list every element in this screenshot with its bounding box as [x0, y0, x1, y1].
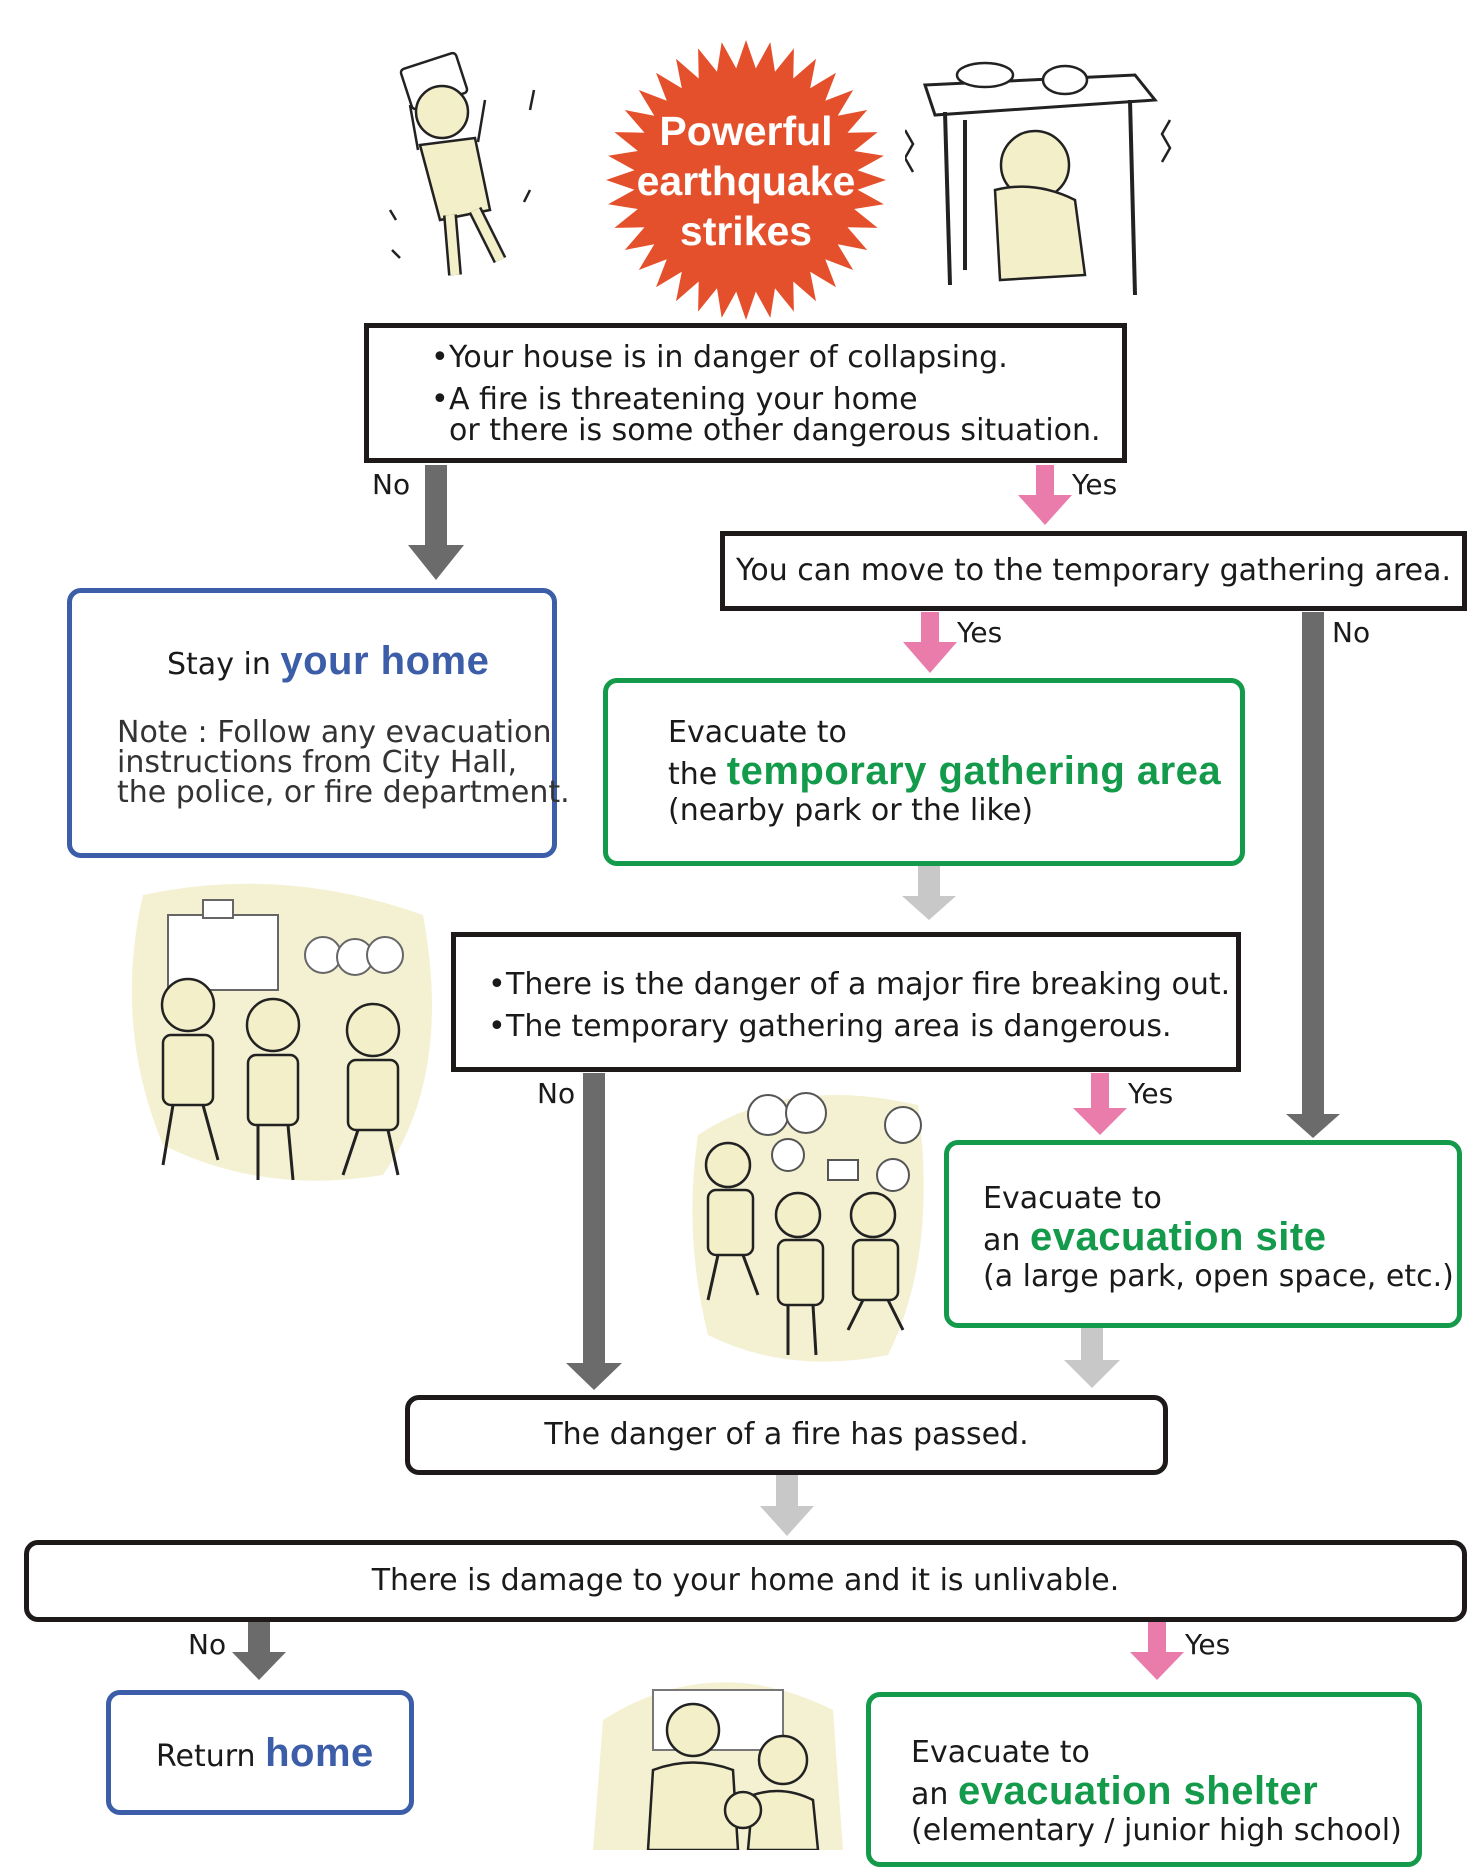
return-home-text: Return home — [156, 1731, 374, 1775]
q1-no-label: No — [372, 468, 411, 501]
q3-no-label: No — [537, 1077, 576, 1110]
arrow-q4-to-q5 — [760, 1474, 814, 1536]
q4-text: The danger of a fire has passed. — [544, 1417, 1029, 1452]
q2-text: You can move to the temporary gathering … — [736, 553, 1451, 588]
site-line-2: an evacuation site — [983, 1215, 1327, 1259]
arrow-temp-to-q3 — [902, 866, 956, 920]
temp-line-2: the temporary gathering area — [668, 749, 1222, 793]
question-fire-danger-box: •There is the danger of a major fire bre… — [451, 932, 1241, 1072]
q5-no-label: No — [188, 1628, 227, 1661]
question-can-move-box: You can move to the temporary gathering … — [720, 531, 1467, 611]
site-line-3: (a large park, open space, etc.) — [983, 1259, 1454, 1294]
students-with-helmets-illustration — [131, 883, 432, 1181]
q5-yes-label: Yes — [1185, 1628, 1231, 1661]
stay-home-box: Stay in your home Note : Follow any evac… — [67, 588, 570, 858]
question-home-unlivable-box: There is damage to your home and it is u… — [24, 1540, 1467, 1622]
site-line-1: Evacuate to — [983, 1181, 1162, 1216]
q1-bullet-2-cont: or there is some other dangerous situati… — [449, 413, 1101, 448]
q3-bullet-1: •There is the danger of a major fire bre… — [488, 967, 1231, 1002]
person-sheltering-illustration — [388, 51, 536, 276]
stay-home-note-3: the police, or fire department. — [117, 775, 570, 810]
students-walking-illustration — [692, 1092, 924, 1362]
arrow-q2-no — [1286, 612, 1340, 1138]
q5-text: There is damage to your home and it is u… — [371, 1563, 1120, 1598]
temp-line-1: Evacuate to — [668, 715, 847, 750]
earthquake-burst — [606, 40, 886, 320]
q1-yes-label: Yes — [1072, 468, 1118, 501]
question-fire-passed-box: The danger of a fire has passed. — [405, 1395, 1168, 1475]
burst-line-1: Powerful — [659, 108, 833, 154]
family-in-shelter-illustration — [593, 1682, 843, 1850]
evacuation-site-box: Evacuate to an evacuation site (a large … — [944, 1140, 1462, 1328]
q2-yes-label: Yes — [957, 616, 1003, 649]
temporary-gathering-area-box: Evacuate to the temporary gathering area… — [603, 678, 1245, 866]
stay-home-note-2: instructions from City Hall, — [117, 745, 518, 780]
q2-no-label: No — [1332, 616, 1371, 649]
shelter-line-2: an evacuation shelter — [911, 1769, 1319, 1813]
arrow-q5-yes — [1130, 1622, 1184, 1680]
temp-line-3: (nearby park or the like) — [668, 793, 1034, 828]
q1-bullet-1: •Your house is in danger of collapsing. — [431, 340, 1008, 375]
question-house-danger-box: •Your house is in danger of collapsing. … — [364, 323, 1127, 463]
shelter-line-3: (elementary / junior high school) — [911, 1813, 1402, 1848]
return-home-box: Return home — [106, 1690, 414, 1815]
person-under-table-illustration — [905, 61, 1172, 296]
stay-home-note-1: Note : Follow any evacuation — [117, 715, 552, 750]
burst-line-3: strikes — [679, 208, 813, 254]
q3-yes-label: Yes — [1128, 1077, 1174, 1110]
arrow-q3-yes — [1073, 1073, 1127, 1135]
q1-bullet-2: •A fire is threatening your home — [431, 382, 918, 417]
arrow-site-to-q4 — [1064, 1328, 1120, 1388]
arrow-q1-yes — [1018, 465, 1072, 525]
arrow-q3-no — [566, 1073, 622, 1390]
arrow-q5-no — [232, 1622, 286, 1680]
shelter-line-1: Evacuate to — [911, 1735, 1090, 1770]
stay-home-title: Stay in your home — [167, 639, 490, 683]
arrow-q2-yes — [903, 612, 957, 673]
arrow-q1-no — [408, 465, 464, 580]
earthquake-burst-label: Powerful earthquake strikes — [601, 106, 891, 256]
q3-bullet-2: •The temporary gathering area is dangero… — [488, 1009, 1172, 1044]
burst-line-2: earthquake — [636, 158, 856, 204]
evacuation-shelter-box: Evacuate to an evacuation shelter (eleme… — [866, 1692, 1422, 1867]
